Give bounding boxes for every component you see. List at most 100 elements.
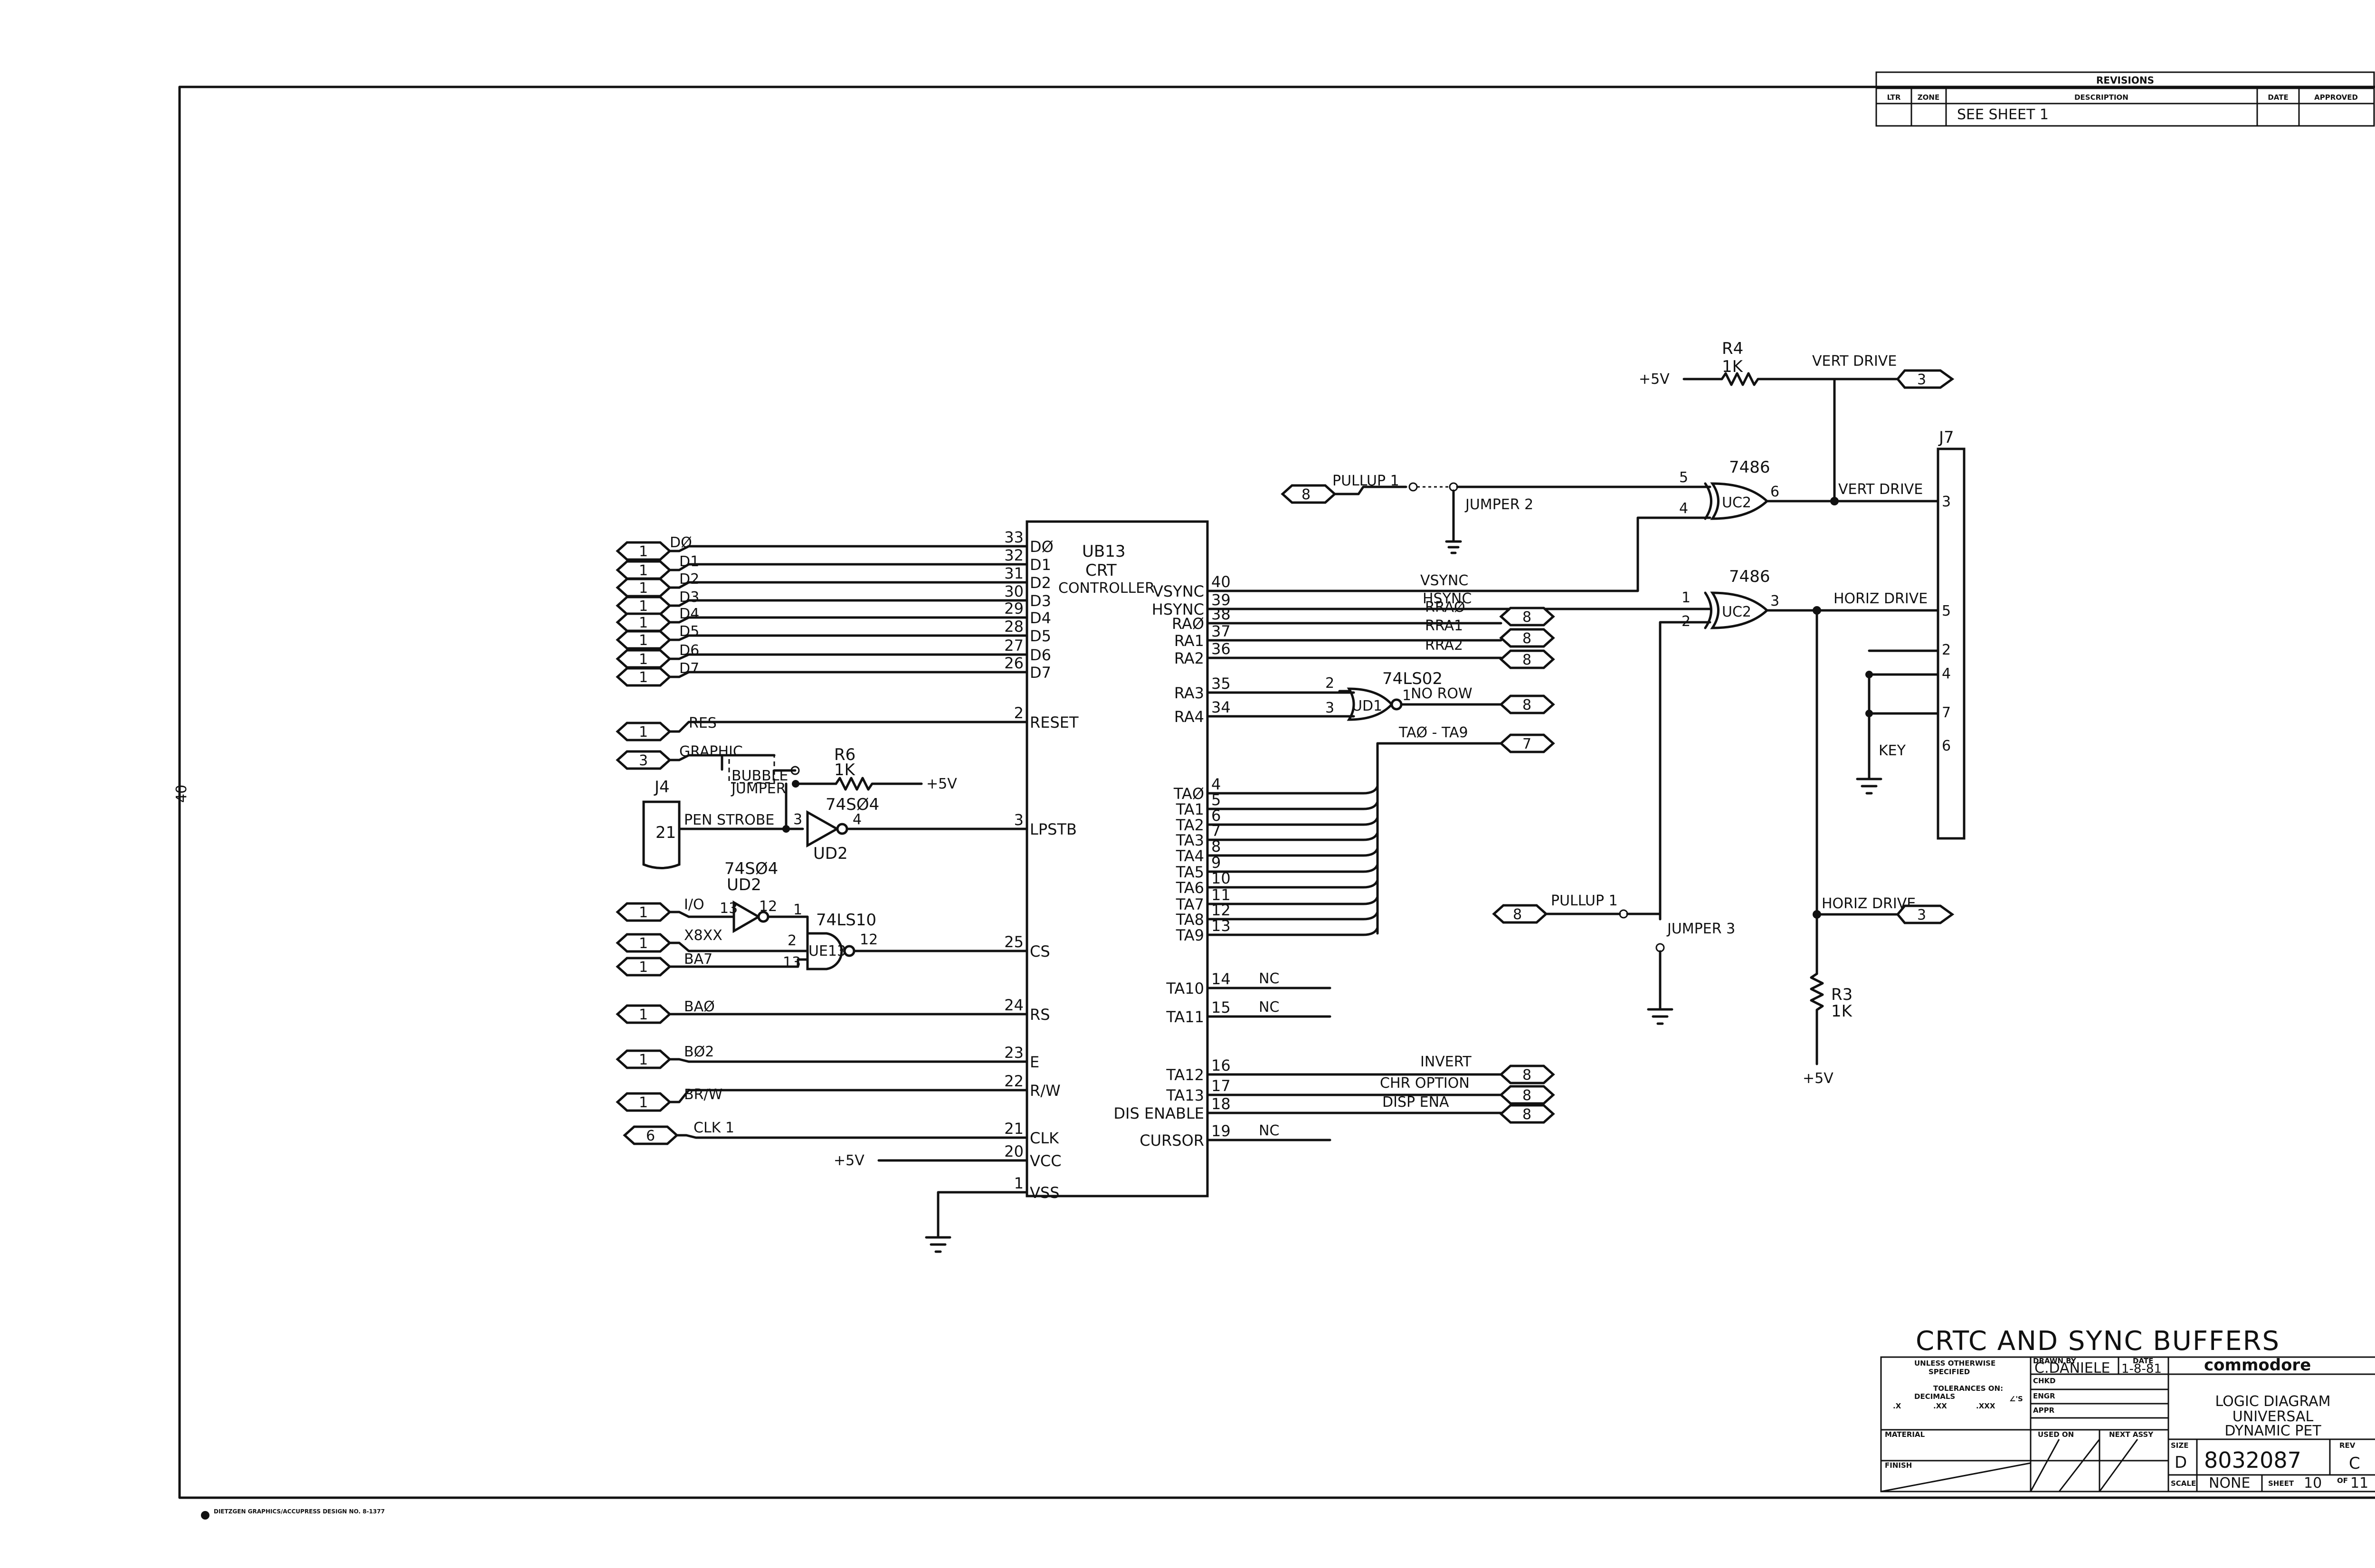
crtc-pin-num-31: 31 xyxy=(1004,564,1024,582)
left-wire-8 xyxy=(668,721,1028,733)
bubble-jumper-box xyxy=(728,754,775,784)
j4-pin: 21 xyxy=(656,823,676,842)
crtc-pin-num-35: 35 xyxy=(1211,675,1231,693)
crtc-pin-num-2: 2 xyxy=(1014,704,1024,722)
left-connector-sheet-11: 1 xyxy=(639,935,648,952)
crtc-pin-name-30: D3 xyxy=(1030,592,1051,610)
rev-header-approved: APPROVED xyxy=(2314,93,2358,102)
left-connector-sheet-0: 1 xyxy=(639,543,648,560)
left-connector-signal-10: I/O xyxy=(684,896,704,913)
registration-dot xyxy=(201,1511,209,1520)
vert-drive-top-label: VERT DRIVE xyxy=(1812,353,1897,370)
crtc-ub13: UB13 CRT CONTROLLER 33DØ32D131D230D329D4… xyxy=(1004,520,1231,1202)
ue13-type: 74LS10 xyxy=(816,911,876,930)
jumper2-ground xyxy=(1445,489,1462,554)
crtc-pin-name-22: R/W xyxy=(1030,1082,1061,1100)
crtc-pin-num-20: 20 xyxy=(1004,1142,1024,1160)
crtc-line2: CONTROLLER xyxy=(1058,580,1155,597)
left-connector-5 xyxy=(616,630,672,650)
ta-wires xyxy=(1206,691,1379,936)
cs-decoder: 74SØ4 UD2 13 12 74LS10 UE13 1 2 13 12 xyxy=(720,859,1028,971)
finish-label: FINISH xyxy=(1885,1461,1912,1470)
left-connector-7 xyxy=(616,667,672,687)
revisions-title: REVISIONS xyxy=(2096,75,2154,86)
right-connector-sheet-6: 8 xyxy=(1522,1087,1531,1104)
ud2a-inverter xyxy=(806,810,840,848)
drawn-by: C.DANIELE xyxy=(2034,1360,2110,1377)
ta-wire-3 xyxy=(1206,831,1379,841)
tol-angle: ∠'S xyxy=(2009,1395,2023,1403)
crtc-pin-name-8: TA4 xyxy=(1176,847,1204,865)
right-connector-sheet-4: 7 xyxy=(1522,736,1531,752)
chkd-label: CHKD xyxy=(2033,1377,2056,1385)
revisions-frame xyxy=(1875,71,2375,127)
j7-pin-7: 7 xyxy=(1942,704,1951,721)
right-connector-signal-6: CHR OPTION xyxy=(1380,1075,1470,1092)
left-connector-signal-0: DØ xyxy=(670,534,692,551)
left-wire-12 xyxy=(668,958,809,968)
left-connector-signal-14: BØ2 xyxy=(684,1044,714,1060)
crtc-pin-num-1: 1 xyxy=(1014,1174,1024,1192)
crtc-pin-name-4: TAØ xyxy=(1173,785,1204,803)
vert-drive-j7-label: VERT DRIVE xyxy=(1838,481,1923,498)
r4-resistor xyxy=(1682,372,1837,386)
uc2b-ref: UC2 xyxy=(1722,604,1751,620)
crtc-ref: UB13 xyxy=(1082,542,1125,561)
crtc-pin-num-17: 17 xyxy=(1211,1077,1231,1095)
pullup-top-sheet: 8 xyxy=(1302,486,1311,503)
crtc-pin-name-11: TA7 xyxy=(1176,895,1204,913)
crtc-pin-name-16: TA12 xyxy=(1166,1066,1204,1084)
crtc-pin-name-23: E xyxy=(1030,1053,1039,1071)
rev-value: C xyxy=(2349,1454,2360,1473)
ud2a-type: 74SØ4 xyxy=(826,795,879,814)
crtc-body xyxy=(1026,520,1209,1197)
right-connector-1 xyxy=(1499,628,1555,648)
crtc-pin-name-35: RA3 xyxy=(1174,684,1204,702)
j7-ref: J7 xyxy=(1938,428,1954,447)
crtc-pin-num-15: 15 xyxy=(1211,998,1231,1017)
crtc-pin-name-15: TA11 xyxy=(1166,1008,1204,1026)
left-connector-16 xyxy=(623,1125,679,1145)
left-connector-signal-15: BR/W xyxy=(684,1086,722,1103)
left-connector-sheet-9: 3 xyxy=(639,752,648,769)
vert-drive-out-connector xyxy=(1896,369,1955,389)
ue13-pin-b: 2 xyxy=(788,932,797,949)
used-on-label: USED ON xyxy=(2038,1430,2074,1439)
drawing-title-2: UNIVERSAL xyxy=(2232,1408,2314,1425)
ud2b-inverter xyxy=(732,900,761,933)
nc-ta11: NC xyxy=(1259,999,1279,1016)
r6-resistor xyxy=(835,777,923,791)
left-connector-sheet-10: 1 xyxy=(639,904,648,921)
date-label: DATE xyxy=(2133,1357,2153,1365)
crtc-pin-name-2: RESET xyxy=(1030,713,1079,732)
ud2a-pin-in: 3 xyxy=(793,811,802,828)
jumper2-pad-a xyxy=(1408,482,1418,492)
right-connector-3 xyxy=(1499,694,1555,714)
crtc-pin-name-27: D6 xyxy=(1030,646,1051,664)
j7-connector xyxy=(1937,447,1966,840)
left-connector-signal-9: GRAPHIC xyxy=(679,743,743,760)
crtc-pin-name-24: RS xyxy=(1030,1006,1050,1024)
size-value: D xyxy=(2175,1453,2187,1472)
tol-line3: TOLERANCES ON: xyxy=(1933,1384,2003,1393)
title-block: CRTC AND SYNC BUFFERS UNLESS OTHERWISE S… xyxy=(1880,1326,2375,1492)
left-wire-3 xyxy=(668,599,1028,607)
sheet-border xyxy=(178,86,2375,1499)
right-connector-signal-3: NO ROW xyxy=(1411,685,1472,702)
uc2b-xor xyxy=(1710,591,1769,629)
size-label: SIZE xyxy=(2171,1441,2189,1450)
engr-label: ENGR xyxy=(2033,1392,2055,1400)
right-connector-signal-1: RRA1 xyxy=(1425,618,1463,634)
left-connector-signal-12: BA7 xyxy=(684,951,712,968)
left-wire-11 xyxy=(668,941,809,952)
ta-wire-1 xyxy=(1206,800,1379,810)
sheet-title: CRTC AND SYNC BUFFERS xyxy=(1916,1326,2280,1357)
sheet-number: 10 xyxy=(2304,1475,2322,1492)
crtc-pin-num-39: 39 xyxy=(1211,591,1231,609)
ta-wire-6 xyxy=(1206,879,1379,889)
j4-ref: J4 xyxy=(654,778,670,797)
left-connector-sheet-7: 1 xyxy=(639,669,648,686)
crtc-pin-num-11: 11 xyxy=(1211,886,1231,904)
crtc-pin-num-19: 19 xyxy=(1211,1122,1231,1140)
